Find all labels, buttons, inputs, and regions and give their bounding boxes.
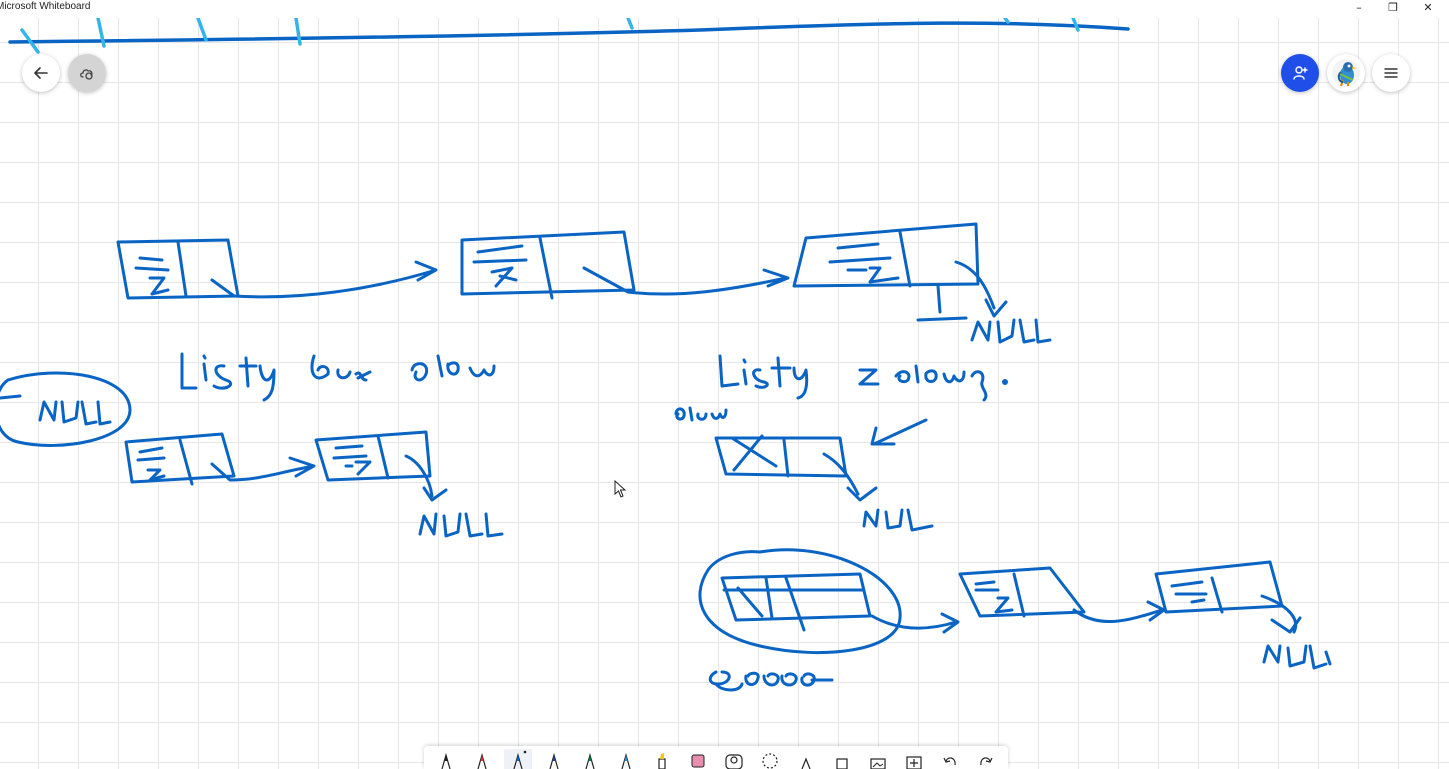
blue-pen-icon	[513, 750, 527, 769]
ground-symbol	[916, 284, 968, 322]
list-arrow-top-2	[582, 266, 790, 296]
text-icon	[801, 757, 811, 769]
highlighter-icon	[658, 753, 666, 769]
cloud-sync-icon	[80, 69, 93, 80]
null-bottom-text	[1262, 644, 1332, 670]
linked-list-top	[116, 222, 1052, 344]
add-person-icon	[1293, 66, 1308, 80]
window-title: Microsoft Whiteboard	[0, 1, 91, 12]
linked-list-bottom	[698, 548, 1332, 692]
toolbar-eraser-button[interactable]	[684, 749, 712, 769]
toolbar-light-blue-pen-button[interactable]	[612, 749, 640, 769]
null-mid-right-text	[862, 508, 934, 532]
menu-button[interactable]	[1372, 54, 1410, 92]
green-pen-icon	[585, 752, 595, 769]
list-node-bottom-1	[958, 566, 1086, 618]
shape-icon	[836, 758, 848, 769]
list-arrow-mid-1	[210, 456, 316, 482]
avatar[interactable]	[1327, 54, 1365, 92]
eraser-icon	[691, 754, 705, 768]
restore-button[interactable]: ❐	[1388, 0, 1398, 14]
back-button[interactable]	[22, 54, 60, 92]
list-arrow-mid-2	[404, 454, 448, 502]
head-node	[720, 572, 872, 632]
list-node-top-2	[460, 230, 636, 300]
list-arrow-top-3	[954, 260, 1008, 318]
light-blue-pen-icon	[621, 752, 631, 769]
toolbar-ruler-button[interactable]	[720, 749, 748, 769]
toolbar-dark-blue-pen-button[interactable]	[540, 749, 568, 769]
hamburger-menu-icon	[1384, 68, 1398, 78]
toolbar-lasso-button[interactable]	[756, 749, 784, 769]
list-node-top-3	[792, 222, 980, 288]
glow-label-text	[674, 406, 728, 422]
list-node-mid-2	[314, 430, 432, 482]
null-circled	[0, 371, 132, 447]
redo-icon	[980, 757, 993, 766]
toolbar-text-button[interactable]	[792, 749, 820, 769]
list-node-top-1	[116, 238, 240, 300]
toolbar-undo-button[interactable]	[936, 749, 964, 769]
toolbar-redo-button[interactable]	[972, 749, 1000, 769]
dark-blue-pen-icon	[549, 752, 559, 769]
insert-icon	[906, 756, 922, 769]
cloud-sync-button[interactable]	[68, 54, 106, 92]
minimize-button[interactable]: –	[1356, 0, 1362, 14]
black-pen-icon	[441, 752, 451, 769]
list-arrow-bottom-1	[870, 612, 960, 634]
list-node-bottom-2	[1154, 560, 1284, 614]
title-bar: Microsoft Whiteboard – ❐ ✕	[0, 0, 1449, 18]
list-arrow-bottom-2	[1072, 600, 1166, 624]
top-timeline-stroke	[8, 16, 1130, 54]
head-circle	[698, 548, 902, 655]
list-arrow-top-1	[210, 260, 438, 299]
toolbar-green-pen-button[interactable]	[576, 749, 604, 769]
list-arrow-bottom-3	[1260, 594, 1302, 634]
glowa-label-text	[708, 670, 834, 692]
toolbar-image-button[interactable]	[864, 749, 892, 769]
null-mid-left-text	[418, 512, 504, 538]
invite-button[interactable]	[1281, 54, 1319, 92]
null-top-text	[970, 318, 1052, 344]
head-pointer-arrow	[870, 418, 928, 446]
toolbar-blue-pen-button[interactable]	[504, 749, 532, 769]
mouse-pointer-icon	[614, 480, 627, 498]
ruler-icon	[725, 754, 743, 769]
list-node-mid-1	[124, 432, 236, 486]
undo-icon	[943, 757, 956, 766]
toolbar-black-pen-button[interactable]	[432, 749, 460, 769]
label-lista-z-glowa	[718, 354, 1008, 402]
toolbar-shape-button[interactable]	[828, 749, 856, 769]
linked-list-mid-left	[124, 430, 504, 538]
bird-avatar-icon	[1332, 59, 1360, 87]
toolbar-red-pen-button[interactable]	[468, 749, 496, 769]
image-icon	[870, 758, 886, 769]
arrow-left-icon	[34, 67, 48, 79]
ink-toolbar	[424, 746, 1008, 769]
toolbar-insert-button[interactable]	[900, 749, 928, 769]
label-lista-bez-glow	[180, 352, 496, 402]
close-button[interactable]: ✕	[1423, 0, 1433, 14]
red-pen-icon	[477, 752, 487, 769]
linked-list-mid-right	[674, 406, 934, 532]
lasso-icon	[762, 753, 778, 769]
toolbar-highlighter-button[interactable]	[648, 749, 676, 769]
